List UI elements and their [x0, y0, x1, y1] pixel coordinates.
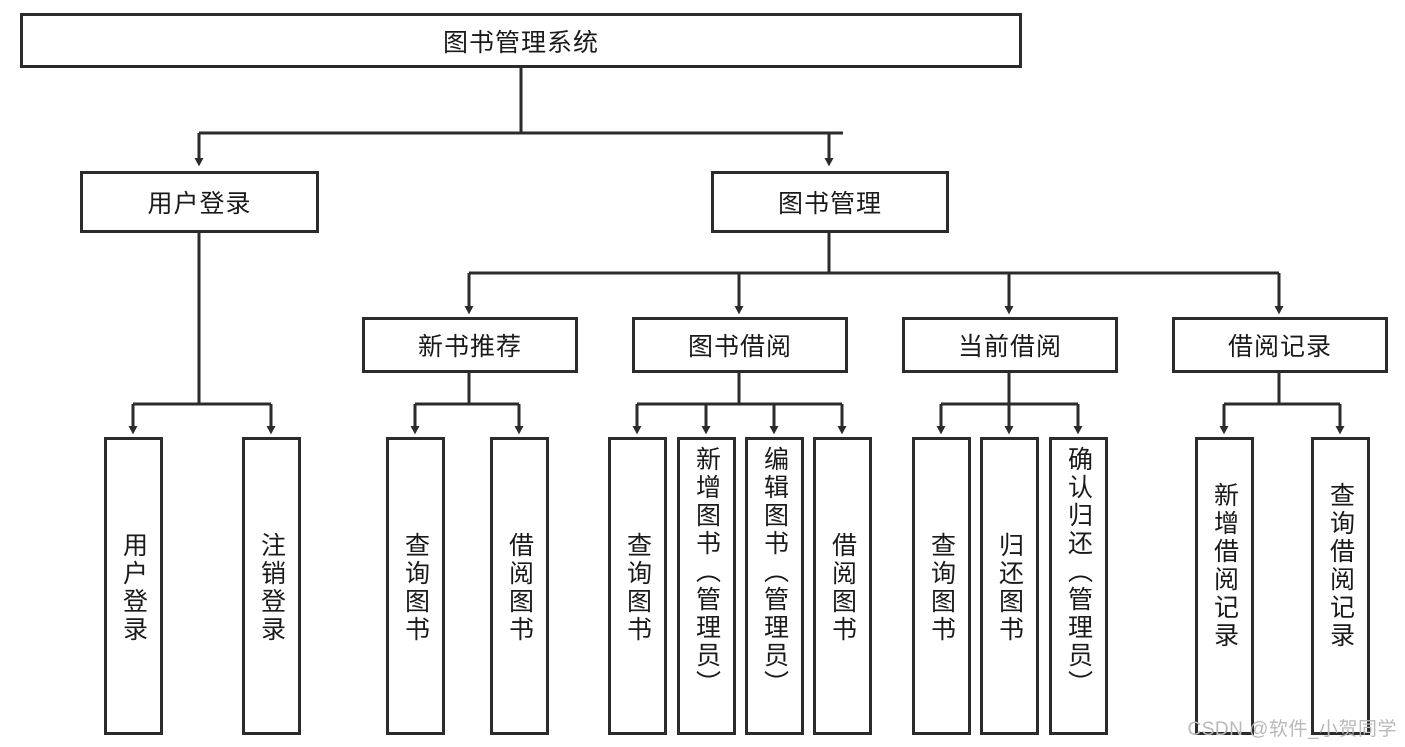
- leaf-borrow-record-add-record[interactable]: 新增借阅记录: [1195, 437, 1254, 735]
- leaf-label: 查询图书: [401, 532, 430, 644]
- node-new-book-recommend[interactable]: 新书推荐: [362, 317, 578, 373]
- leaf-label: 编辑图书（管理员）: [760, 446, 789, 698]
- leaf-new-book-query-book[interactable]: 查询图书: [386, 437, 445, 735]
- leaf-book-borrow-edit-book-admin[interactable]: 编辑图书（管理员）: [745, 437, 804, 735]
- leaf-label: 注销登录: [257, 532, 286, 644]
- leaf-label: 归还图书: [995, 532, 1024, 644]
- leaf-user-login-logout[interactable]: 注销登录: [242, 437, 301, 735]
- leaf-book-borrow-query-book[interactable]: 查询图书: [608, 437, 667, 735]
- csdn-watermark: CSDN @软件_小贺同学: [1187, 719, 1397, 740]
- leaf-current-borrow-confirm-return-admin[interactable]: 确认归还（管理员）: [1049, 437, 1108, 735]
- node-book-management[interactable]: 图书管理: [711, 171, 949, 233]
- leaf-label: 查询借阅记录: [1326, 482, 1355, 650]
- node-label: 当前借阅: [957, 333, 1062, 361]
- node-user-login[interactable]: 用户登录: [80, 171, 319, 233]
- leaf-label: 借阅图书: [828, 532, 857, 644]
- leaf-label: 新增图书（管理员）: [692, 446, 721, 698]
- leaf-current-borrow-return-book[interactable]: 归还图书: [980, 437, 1039, 735]
- leaf-book-borrow-borrow-book[interactable]: 借阅图书: [813, 437, 872, 735]
- node-label: 图书管理: [777, 190, 882, 218]
- node-current-borrow[interactable]: 当前借阅: [902, 317, 1118, 373]
- node-label: 图书管理系统: [442, 28, 599, 57]
- leaf-label: 借阅图书: [505, 532, 534, 644]
- leaf-label: 确认归还（管理员）: [1064, 446, 1093, 698]
- leaf-label: 查询图书: [623, 532, 652, 644]
- leaf-label: 新增借阅记录: [1210, 482, 1239, 650]
- node-label: 新书推荐: [417, 333, 522, 361]
- leaf-label: 查询图书: [927, 532, 956, 644]
- leaf-borrow-record-query-record[interactable]: 查询借阅记录: [1311, 437, 1370, 735]
- node-label: 用户登录: [147, 190, 252, 218]
- leaf-new-book-borrow-book[interactable]: 借阅图书: [490, 437, 549, 735]
- node-borrow-record[interactable]: 借阅记录: [1172, 317, 1388, 373]
- leaf-label: 用户登录: [119, 532, 148, 644]
- node-book-borrow[interactable]: 图书借阅: [632, 317, 848, 373]
- leaf-book-borrow-add-book-admin[interactable]: 新增图书（管理员）: [677, 437, 736, 735]
- node-root-book-management-system[interactable]: 图书管理系统: [20, 13, 1022, 68]
- node-label: 借阅记录: [1227, 333, 1332, 361]
- node-label: 图书借阅: [687, 333, 792, 361]
- leaf-current-borrow-query-book[interactable]: 查询图书: [912, 437, 971, 735]
- leaf-user-login-login[interactable]: 用户登录: [104, 437, 163, 735]
